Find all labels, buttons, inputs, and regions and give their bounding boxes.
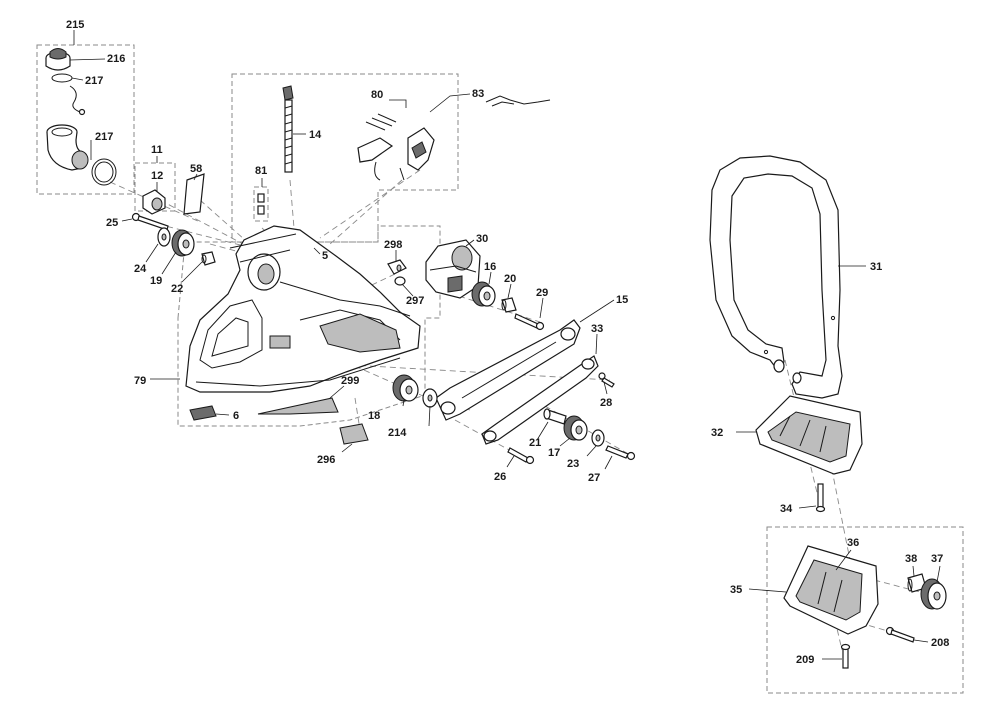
group-box-215 (36, 44, 135, 195)
throttle-lever-group (357, 113, 435, 181)
fuel-cap-group (45, 48, 117, 186)
assembly-line (199, 199, 246, 241)
part-296-label (339, 423, 369, 445)
group-box-79 (177, 225, 441, 427)
callout-81: 81 (255, 165, 267, 177)
callout-299: 299 (341, 375, 359, 387)
callout-32: 32 (711, 427, 723, 439)
assembly-line (159, 199, 246, 246)
part-31-handlebar (709, 155, 843, 399)
part-24-washer (157, 227, 171, 247)
part-27-bolt (605, 445, 636, 461)
assembly-line (439, 289, 541, 323)
callout-15: 15 (616, 294, 628, 306)
part-17-damper (563, 415, 588, 441)
part-37-damper (920, 578, 947, 610)
part-79-housing (185, 225, 421, 393)
callout-30: 30 (476, 233, 488, 245)
part-20-sleeve (501, 297, 517, 313)
assembly-line (354, 397, 361, 431)
assembly-line (329, 179, 403, 245)
callout-58: 58 (190, 163, 202, 175)
part-83-spring (491, 101, 515, 107)
part-208-bolt (885, 626, 915, 643)
part-209-screw (840, 643, 851, 669)
callout-labels: 215 216 217 217 11 12 58 14 81 80 83 25 … (66, 19, 949, 666)
part-297-plug (394, 276, 406, 286)
part-28-bolt (598, 372, 615, 388)
part-23-washer (591, 429, 605, 447)
callout-298: 298 (384, 239, 402, 251)
part-34-screw (815, 483, 826, 513)
callout-6: 6 (233, 410, 239, 422)
callout-20: 20 (504, 273, 516, 285)
callout-11: 11 (151, 144, 163, 156)
part-81-pin (253, 186, 269, 222)
callout-215: 215 (66, 19, 84, 31)
part-14-rod (282, 85, 294, 173)
part-25-bolt (131, 212, 169, 231)
part-16-damper (471, 281, 496, 307)
callout-83: 83 (472, 88, 484, 100)
callout-18: 18 (368, 410, 380, 422)
callout-217-lower: 217 (95, 131, 113, 143)
callout-79: 79 (134, 375, 146, 387)
callout-28: 28 (600, 397, 612, 409)
part-30-cylinder (425, 239, 481, 299)
callout-209: 209 (796, 654, 814, 666)
callout-16: 16 (484, 261, 496, 273)
callout-80: 80 (371, 89, 383, 101)
part-6-buffer (189, 405, 217, 421)
callout-37: 37 (931, 553, 943, 565)
callout-23: 23 (567, 458, 579, 470)
part-19-damper (171, 229, 195, 257)
callout-27: 27 (588, 472, 600, 484)
callout-216: 216 (107, 53, 125, 65)
callout-33: 33 (591, 323, 603, 335)
callout-35: 35 (730, 584, 742, 596)
callout-296: 296 (317, 454, 335, 466)
part-58-plate (183, 173, 205, 215)
callout-34: 34 (780, 503, 793, 515)
assembly-line (544, 405, 631, 456)
callout-38: 38 (905, 553, 917, 565)
callout-25: 25 (106, 217, 118, 229)
callout-5: 5 (322, 250, 328, 262)
callout-24: 24 (134, 263, 147, 275)
part-298-insert (387, 259, 407, 275)
callout-17: 17 (548, 447, 560, 459)
part-22-sleeve (201, 251, 216, 266)
callout-36: 36 (847, 537, 859, 549)
leader-lines (69, 30, 941, 660)
part-21-pin (543, 408, 567, 425)
callout-208: 208 (931, 637, 949, 649)
part-18-damper (392, 374, 419, 402)
assembly-line (109, 181, 201, 223)
callout-26: 26 (494, 471, 506, 483)
part-12-bushing (142, 189, 166, 215)
part-299-decal (257, 397, 339, 415)
callout-217-upper: 217 (85, 75, 103, 87)
callout-29: 29 (536, 287, 548, 299)
callout-297: 297 (406, 295, 424, 307)
callout-19: 19 (150, 275, 162, 287)
part-36-bracket (783, 545, 879, 635)
part-26-bolt (507, 447, 535, 465)
group-box-35 (766, 526, 964, 694)
part-33-arm (481, 355, 599, 445)
part-214-washer (422, 388, 438, 408)
callout-214: 214 (388, 427, 407, 439)
part-29-bolt (514, 313, 545, 331)
callout-31: 31 (870, 261, 882, 273)
callout-22: 22 (171, 283, 183, 295)
callout-21: 21 (529, 437, 541, 449)
part-83-spring (485, 95, 551, 105)
assembly-line (319, 169, 421, 239)
part-15-arm (435, 319, 581, 421)
callout-12: 12 (151, 170, 163, 182)
part-32-bracket (755, 395, 863, 475)
callout-14: 14 (309, 129, 322, 141)
